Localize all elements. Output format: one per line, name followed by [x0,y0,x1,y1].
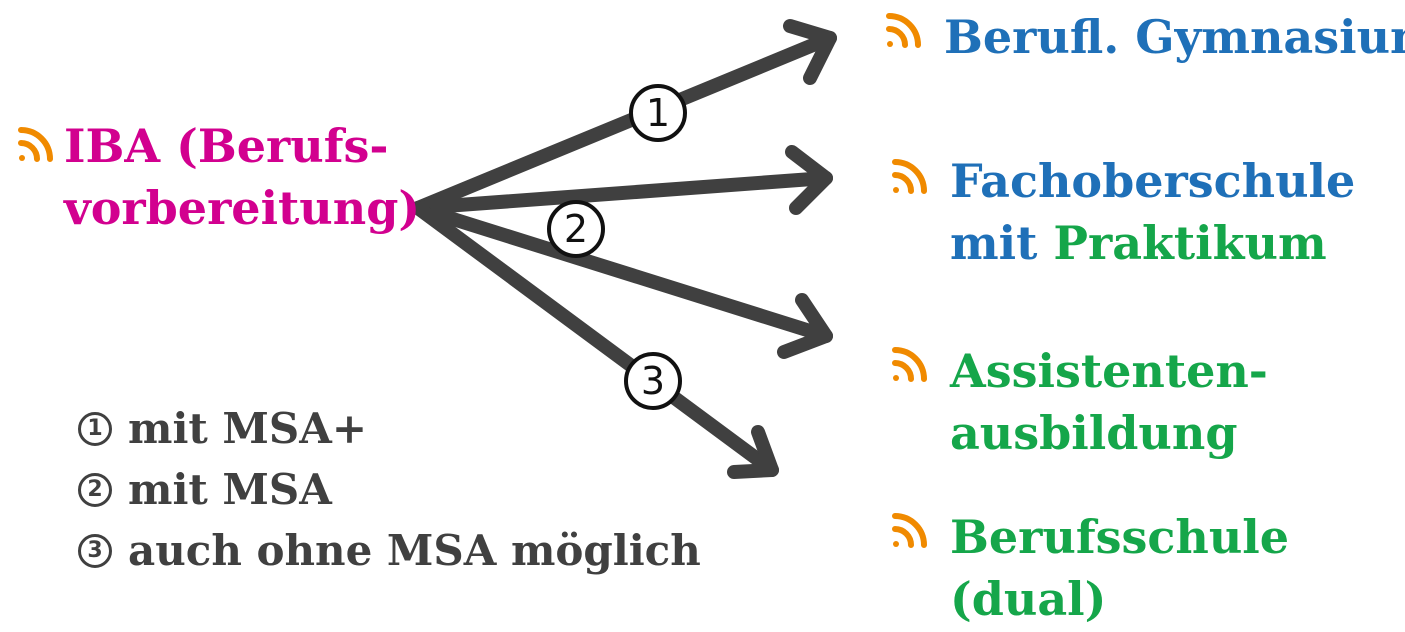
arrow-to-gymnasium [411,31,837,215]
source-line-1: IBA (Berufs- [64,119,389,173]
fachoberschule-line-1: Fachoberschule [950,154,1356,208]
feed-icon [892,347,927,382]
arrow-to-gymnasium-head [783,19,837,85]
arrow-to-berufsschule [411,201,779,477]
arrow-to-assistenten [411,201,833,343]
arrow-to-fachoberschule [411,171,833,215]
legend-text-2: mit MSA [128,465,332,514]
berufsschule-line-1: Berufsschule [950,510,1290,564]
berufsschule-line-2: (dual) [950,572,1107,626]
gymnasium-label: Berufl. Gymnasium [944,10,1405,64]
target-node-gymnasium: Berufl. Gymnasium [944,6,1405,68]
legend-marker-2: 2 [78,472,112,507]
legend-text-1: mit MSA+ [128,404,368,453]
legend-row-1: 1 mit MSA+ [78,398,701,459]
assistenten-line-1: Assistenten- [950,344,1268,398]
legend-marker-1: 1 [78,411,112,446]
target-node-berufsschule: Berufsschule (dual) [950,506,1289,630]
source-node-iba: IBA (Berufs- vorbereitung) [64,115,420,239]
marker-2: 2 [547,200,605,258]
target-node-assistenten: Assistenten- ausbildung [950,340,1268,464]
feed-icon [892,513,927,548]
feed-icon [18,127,53,162]
feed-icon [886,13,921,48]
fachoberschule-praktikum: Praktikum [1053,216,1327,270]
feed-icon [892,159,927,194]
marker-1: 1 [629,84,687,142]
fachoberschule-line-2: mit Praktikum [950,212,1355,274]
arrow-to-assistenten-head [777,293,833,359]
arrow-to-berufsschule-head [727,425,779,479]
target-node-fachoberschule: Fachoberschule mit Praktikum [950,150,1355,274]
legend: 1 mit MSA+ 2 mit MSA 3 auch ohne MSA mög… [78,398,701,581]
arrow-to-fachoberschule-head [785,145,833,215]
fachoberschule-mit: mit [950,216,1054,270]
legend-marker-3: 3 [78,533,112,568]
legend-text-3: auch ohne MSA möglich [128,526,701,575]
assistenten-line-2: ausbildung [950,406,1238,460]
source-line-2: vorbereitung) [64,181,421,235]
legend-row-2: 2 mit MSA [78,459,701,520]
marker-3: 3 [624,352,682,410]
legend-row-3: 3 auch ohne MSA möglich [78,520,701,581]
